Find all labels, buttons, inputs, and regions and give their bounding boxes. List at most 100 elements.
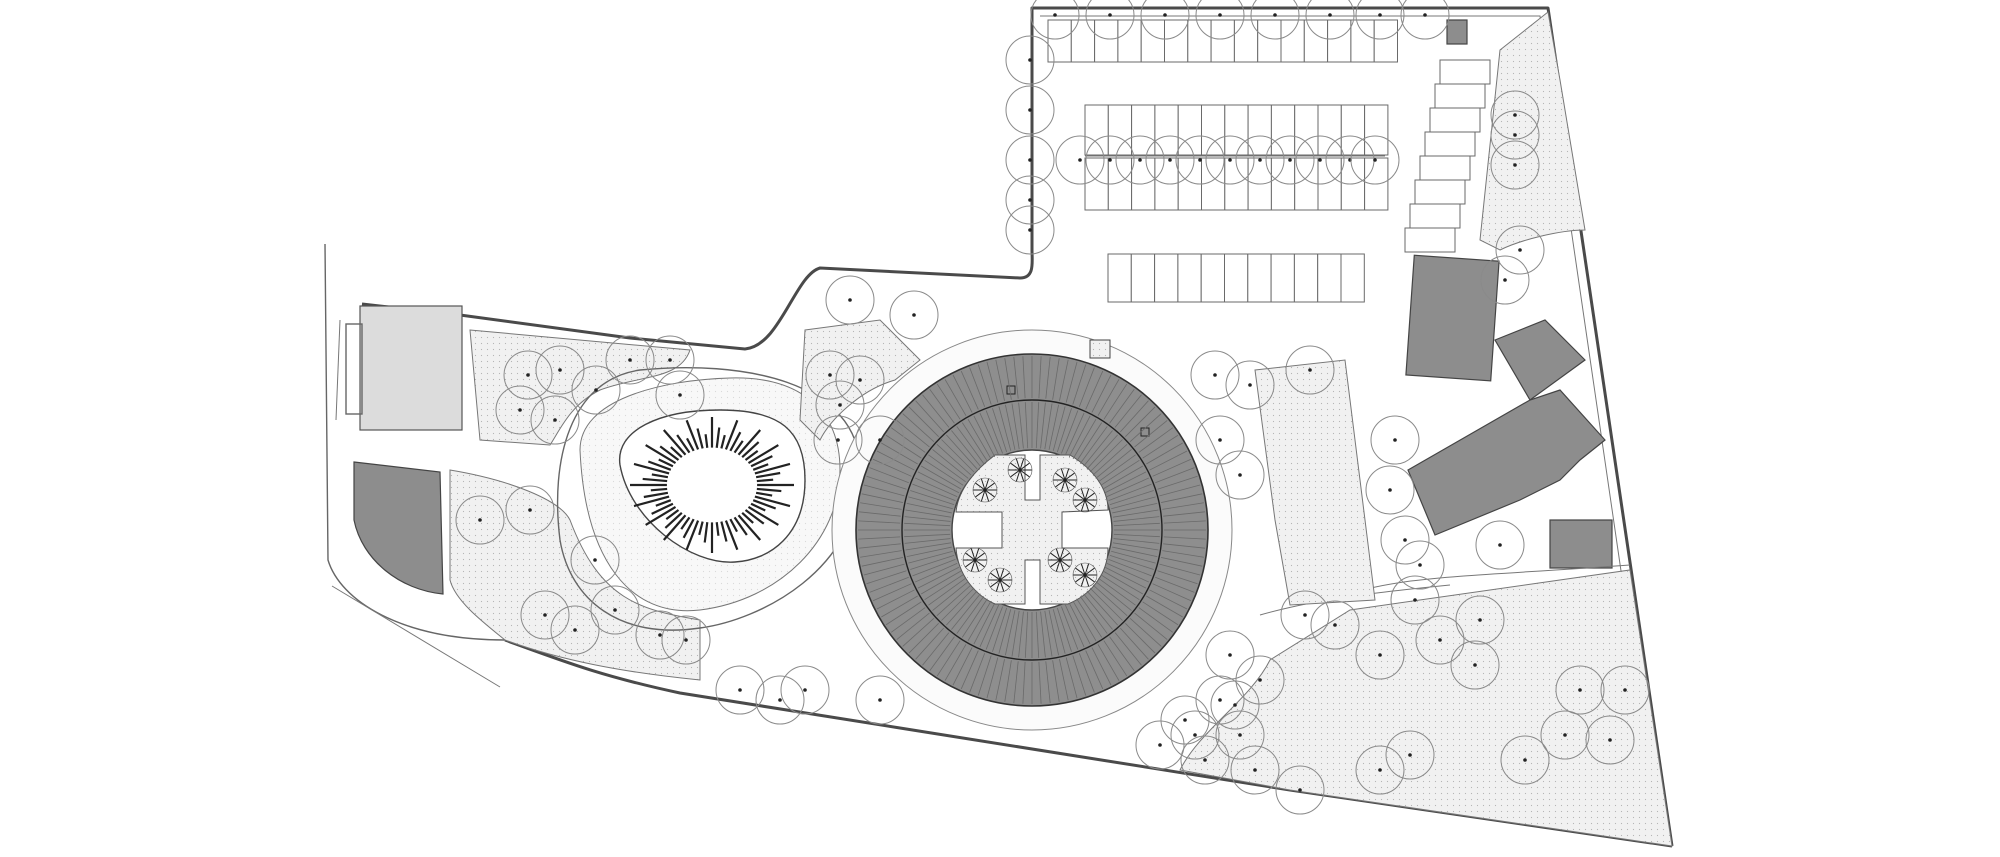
- palm-frond: [1059, 559, 1071, 568]
- roof-line: [1045, 356, 1051, 399]
- parking-stall: [1293, 253, 1319, 303]
- tree-83: [1030, 0, 1080, 40]
- bench: [715, 427, 721, 448]
- roof-line: [1083, 430, 1113, 467]
- tree-trunk: [1213, 373, 1217, 377]
- palm-frond: [984, 482, 996, 491]
- bench: [750, 502, 766, 512]
- bench: [696, 428, 704, 449]
- parking-stall: [1154, 104, 1179, 156]
- roof-line: [866, 475, 907, 490]
- oval-garden: [556, 366, 861, 631]
- palm-tree-2: [1052, 467, 1078, 493]
- palm-frond: [1084, 574, 1096, 583]
- bench: [698, 521, 704, 536]
- parking-stall: [1224, 104, 1249, 156]
- tree-trunk: [1218, 13, 1222, 17]
- tree-trunk: [558, 368, 562, 372]
- roof-line: [1102, 570, 1144, 595]
- roof-line: [936, 584, 972, 616]
- tree-trunk: [803, 688, 807, 692]
- tree-canopy: [1115, 135, 1165, 185]
- tree-canopy: [605, 335, 655, 385]
- parking-stall: [1201, 104, 1226, 156]
- tree-canopy: [503, 350, 553, 400]
- tree-87: [1250, 0, 1300, 40]
- tree-55: [1235, 655, 1285, 705]
- palm-frond: [1074, 574, 1086, 583]
- roof-line: [941, 439, 975, 473]
- tree-trunk: [1318, 158, 1322, 162]
- tree-trunk: [836, 438, 840, 442]
- tree-31: [1215, 450, 1265, 500]
- bench: [658, 458, 674, 468]
- tree-73: [1085, 135, 1135, 185]
- roof-line: [1109, 388, 1135, 424]
- palm-canopy: [1052, 467, 1078, 493]
- bench: [729, 431, 742, 452]
- palm-frond: [989, 579, 1001, 588]
- tree-canopy: [1385, 730, 1435, 780]
- palm-frond: [1054, 479, 1066, 488]
- palm-canopy: [1072, 562, 1098, 588]
- roof-line: [985, 410, 1003, 454]
- tree-canopy: [825, 275, 875, 325]
- tree-trunk: [1158, 743, 1162, 747]
- roof-line: [1114, 632, 1142, 666]
- roof-line: [1038, 661, 1042, 704]
- site-boundary: [324, 6, 1674, 848]
- tree-canopy: [1055, 135, 1105, 185]
- roof-line: [952, 374, 973, 413]
- roof-line: [1040, 611, 1046, 658]
- tree-76: [1175, 135, 1225, 185]
- tree-86: [1195, 0, 1245, 40]
- tree-trunk: [1563, 733, 1567, 737]
- east-building-roof-2: [1549, 519, 1613, 569]
- tree-19: [855, 675, 905, 725]
- tree-70: [1005, 175, 1055, 225]
- roof-line: [1146, 595, 1183, 618]
- tree-30: [1195, 415, 1245, 465]
- parking-stall: [1419, 155, 1471, 181]
- roof-line: [1076, 598, 1103, 638]
- tree-trunk: [1438, 638, 1442, 642]
- palm-frond: [995, 579, 1001, 592]
- roof-line: [1048, 404, 1060, 450]
- bench: [750, 455, 773, 468]
- palm-frond: [970, 559, 976, 572]
- tree-trunk: [1298, 788, 1302, 792]
- bench: [737, 514, 762, 541]
- roof-line: [905, 542, 952, 551]
- roof-line: [1048, 610, 1060, 656]
- tree-12: [550, 605, 600, 655]
- parking-stall: [1177, 253, 1202, 303]
- tree-canopy: [1390, 575, 1440, 625]
- tree-canopy: [1005, 175, 1055, 225]
- roof-line: [1104, 566, 1147, 589]
- tree-45: [1355, 745, 1405, 795]
- palm-frond: [989, 572, 1001, 581]
- tree-trunk: [668, 358, 672, 362]
- tree-canopy: [1450, 640, 1500, 690]
- parking-stall: [1131, 104, 1156, 156]
- tree-canopy: [455, 495, 505, 545]
- tree-canopy: [855, 415, 905, 465]
- tree-trunk: [1233, 703, 1237, 707]
- palm-frond: [974, 559, 986, 568]
- tree-42: [1180, 735, 1230, 785]
- tree-25: [889, 290, 939, 340]
- roof-line: [1022, 661, 1026, 704]
- parking-stall: [1130, 253, 1156, 303]
- roof-line: [922, 632, 950, 666]
- parking-stall: [1414, 179, 1466, 205]
- roof-line: [1056, 408, 1072, 453]
- roof-line: [910, 490, 955, 506]
- roof-line: [1095, 449, 1132, 479]
- roof-line: [986, 657, 999, 699]
- tree-trunk: [1183, 718, 1187, 722]
- parking-stall: [1247, 253, 1272, 303]
- tree-15: [661, 615, 711, 665]
- roof-line: [1112, 509, 1159, 518]
- bench: [752, 499, 777, 510]
- palm-canopy: [972, 477, 998, 503]
